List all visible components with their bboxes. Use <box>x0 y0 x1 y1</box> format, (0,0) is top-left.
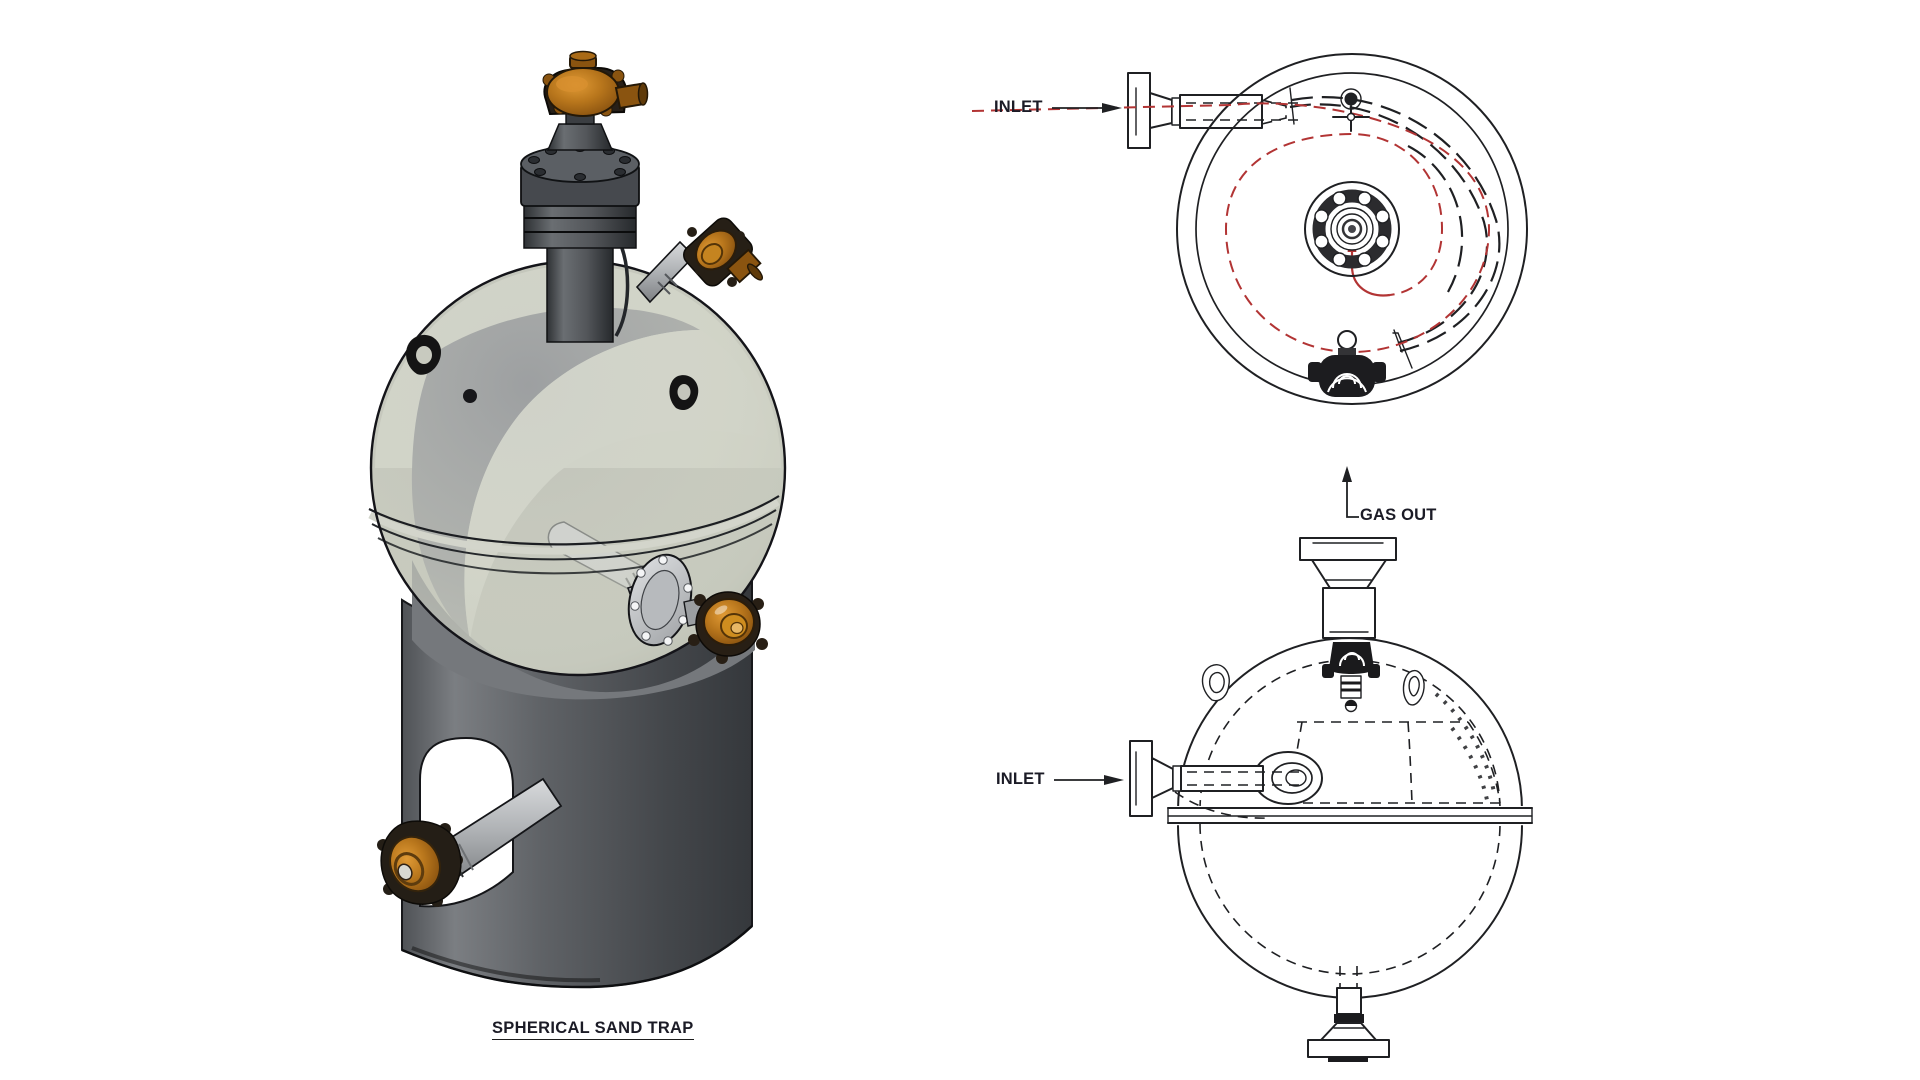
top-view-drain-fitting <box>1308 330 1386 397</box>
side-view-inlet-nozzle <box>1129 740 1323 819</box>
gas-out-arrow <box>1342 466 1359 518</box>
internal-spiral-baffle <box>1289 87 1501 369</box>
drain-valve <box>377 820 463 907</box>
equator-flange-band <box>368 495 780 575</box>
lifting-lug-right <box>669 375 699 411</box>
equator-valve <box>688 591 768 664</box>
top-view-inlet-arrow <box>1052 103 1122 113</box>
lifting-lug-left <box>406 334 441 375</box>
inlet-label-top-view: INLET <box>994 98 1043 116</box>
side-view-equator-flange <box>1166 806 1534 824</box>
caption-text: SPHERICAL SAND TRAP <box>492 1019 694 1040</box>
side-view-top-fitting <box>1322 642 1380 713</box>
top-view <box>971 53 1528 405</box>
side-view-lug-left <box>1201 664 1230 702</box>
gas-outlet-stack <box>1299 537 1397 639</box>
top-valve <box>542 50 649 117</box>
top-view-inlet-nozzle <box>1127 72 1263 149</box>
weld-dot <box>463 389 477 403</box>
hub-bolt-holes <box>1314 191 1390 267</box>
side-view <box>1054 466 1534 1062</box>
equator-nozzle-assembly <box>626 553 768 664</box>
drawing-caption: SPHERICAL SAND TRAP <box>492 1019 694 1040</box>
upper-right-nozzle <box>635 217 764 304</box>
side-view-inlet-arrow <box>1054 775 1124 785</box>
nozzle-flange-bolts <box>630 555 693 646</box>
top-nozzle-assembly <box>520 50 649 343</box>
inlet-label-side-view: INLET <box>996 770 1045 788</box>
top-view-vent-fitting <box>1332 88 1370 132</box>
center-hub <box>1304 181 1400 277</box>
baffle-leader-line <box>1392 332 1413 369</box>
isometric-view <box>368 50 787 989</box>
gas-out-label: GAS OUT <box>1360 506 1437 524</box>
bottom-outlet-stack <box>1307 966 1390 1062</box>
side-view-lug-right <box>1402 670 1425 706</box>
flow-path-spiral <box>971 102 1491 354</box>
